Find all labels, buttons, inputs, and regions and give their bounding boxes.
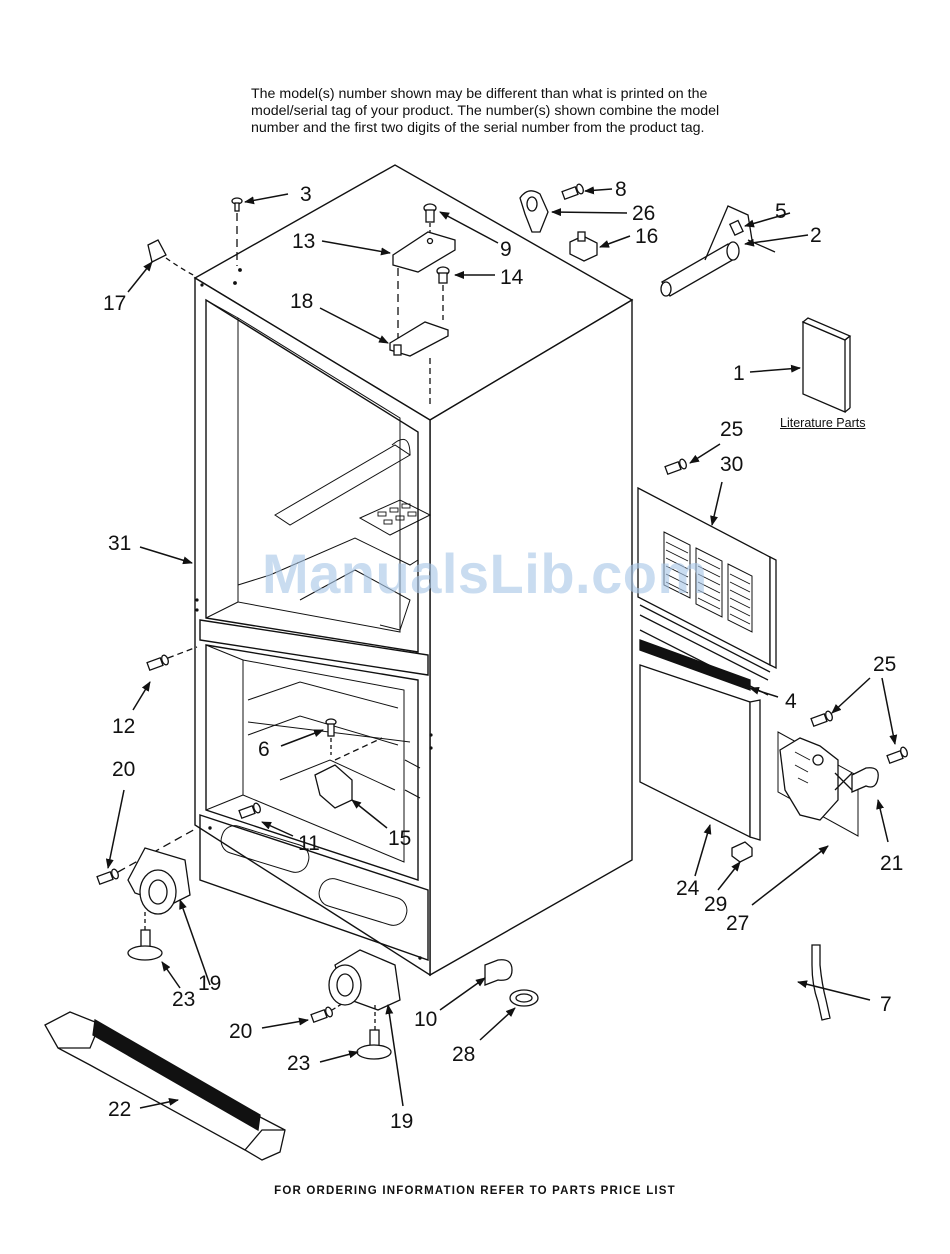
callout-3: 3 xyxy=(300,183,312,206)
callout-26: 26 xyxy=(632,202,655,225)
part-9-screw xyxy=(423,203,437,232)
callout-24: 24 xyxy=(676,877,700,900)
part-20-screw-right xyxy=(310,1001,346,1023)
part-6-screw xyxy=(325,718,383,761)
part-29-clip xyxy=(731,841,753,863)
callout-12: 12 xyxy=(112,715,135,738)
callout-25-upper: 25 xyxy=(720,418,743,441)
callout-4: 4 xyxy=(785,690,797,713)
part-12-screw xyxy=(146,646,198,671)
callout-19-right: 19 xyxy=(390,1110,413,1133)
callout-10: 10 xyxy=(414,1008,437,1031)
callout-9: 9 xyxy=(500,238,512,261)
part-24-front-panel xyxy=(639,664,761,841)
part-18-hinge-bracket xyxy=(389,321,449,357)
callout-23-right: 23 xyxy=(287,1052,310,1075)
part-13-hinge-cover xyxy=(392,231,456,273)
callout-17: 17 xyxy=(103,292,126,315)
callout-29: 29 xyxy=(704,893,727,916)
callout-1: 1 xyxy=(733,362,745,385)
part-3-screw xyxy=(231,197,243,266)
callout-22: 22 xyxy=(108,1098,131,1121)
part-2-water-tube xyxy=(660,205,776,297)
callout-14: 14 xyxy=(500,266,524,289)
callout-7: 7 xyxy=(880,993,892,1016)
callout-5: 5 xyxy=(775,200,787,223)
ordering-information-footer: FOR ORDERING INFORMATION REFER TO PARTS … xyxy=(274,1185,676,1197)
callout-13: 13 xyxy=(292,230,315,253)
callout-6: 6 xyxy=(258,738,270,761)
callout-20-left: 20 xyxy=(112,758,135,781)
part-14-screw xyxy=(436,266,450,320)
cabinet-side-face xyxy=(429,298,633,977)
part-1-literature xyxy=(801,317,852,413)
cabinet-base-panel xyxy=(199,814,429,961)
callout-27: 27 xyxy=(726,912,749,935)
callout-21: 21 xyxy=(880,852,903,875)
part-5-clamp xyxy=(728,219,744,236)
part-7-drain-hose xyxy=(811,944,831,1021)
cabinet-front-frame xyxy=(194,276,431,977)
part-23-leveler-left xyxy=(127,929,163,961)
cabinet-assembly xyxy=(193,164,634,977)
notice-line-3: number and the first two digits of the s… xyxy=(251,120,705,136)
part-10-clamp xyxy=(484,959,513,986)
callout-8: 8 xyxy=(615,178,627,201)
part-21-clamp xyxy=(851,767,879,793)
callout-20-right: 20 xyxy=(229,1020,252,1043)
model-number-notice: The model(s) number shown may be differe… xyxy=(251,86,811,137)
fresh-food-opening xyxy=(205,298,419,653)
callout-28: 28 xyxy=(452,1043,475,1066)
parts-group xyxy=(44,183,908,1161)
mullion-divider xyxy=(199,619,429,676)
manualslib-watermark: ManualsLib.com xyxy=(262,542,708,605)
callout-25-right: 25 xyxy=(873,653,896,676)
callout-11: 11 xyxy=(298,832,320,855)
part-11-screw xyxy=(238,802,261,819)
part-25-screw-upper xyxy=(664,458,687,475)
part-8-screw xyxy=(561,183,584,200)
part-27-bracket xyxy=(777,731,859,837)
part-22-toe-grille xyxy=(44,1011,286,1161)
callout-2: 2 xyxy=(810,224,822,247)
part-17-strip xyxy=(147,239,167,263)
callout-18: 18 xyxy=(290,290,313,313)
leader-lines xyxy=(105,186,898,1109)
callout-30: 30 xyxy=(720,453,743,476)
part-19-roller-left xyxy=(127,847,191,930)
callout-numbers: 3 8 26 16 5 2 9 13 14 18 17 1 25 30 31 4… xyxy=(103,178,903,1133)
literature-parts-label: Literature Parts xyxy=(780,416,866,430)
part-28-grommet xyxy=(509,989,539,1007)
callout-31: 31 xyxy=(108,532,131,555)
callout-16: 16 xyxy=(635,225,658,248)
part-25-screw-right xyxy=(810,710,908,764)
notice-line-2: model/serial tag of your product. The nu… xyxy=(251,103,720,119)
notice-line-1: The model(s) number shown may be differe… xyxy=(251,86,708,102)
part-23-leveler-right xyxy=(356,1029,392,1060)
part-20-screw-left xyxy=(96,827,198,885)
callout-15: 15 xyxy=(388,827,411,850)
part-30-vent-panel xyxy=(637,486,777,696)
callout-23-left: 23 xyxy=(172,988,195,1011)
part-19-roller-right xyxy=(328,949,401,1030)
callout-19-left: 19 xyxy=(198,972,221,995)
freezer-opening xyxy=(205,644,419,881)
